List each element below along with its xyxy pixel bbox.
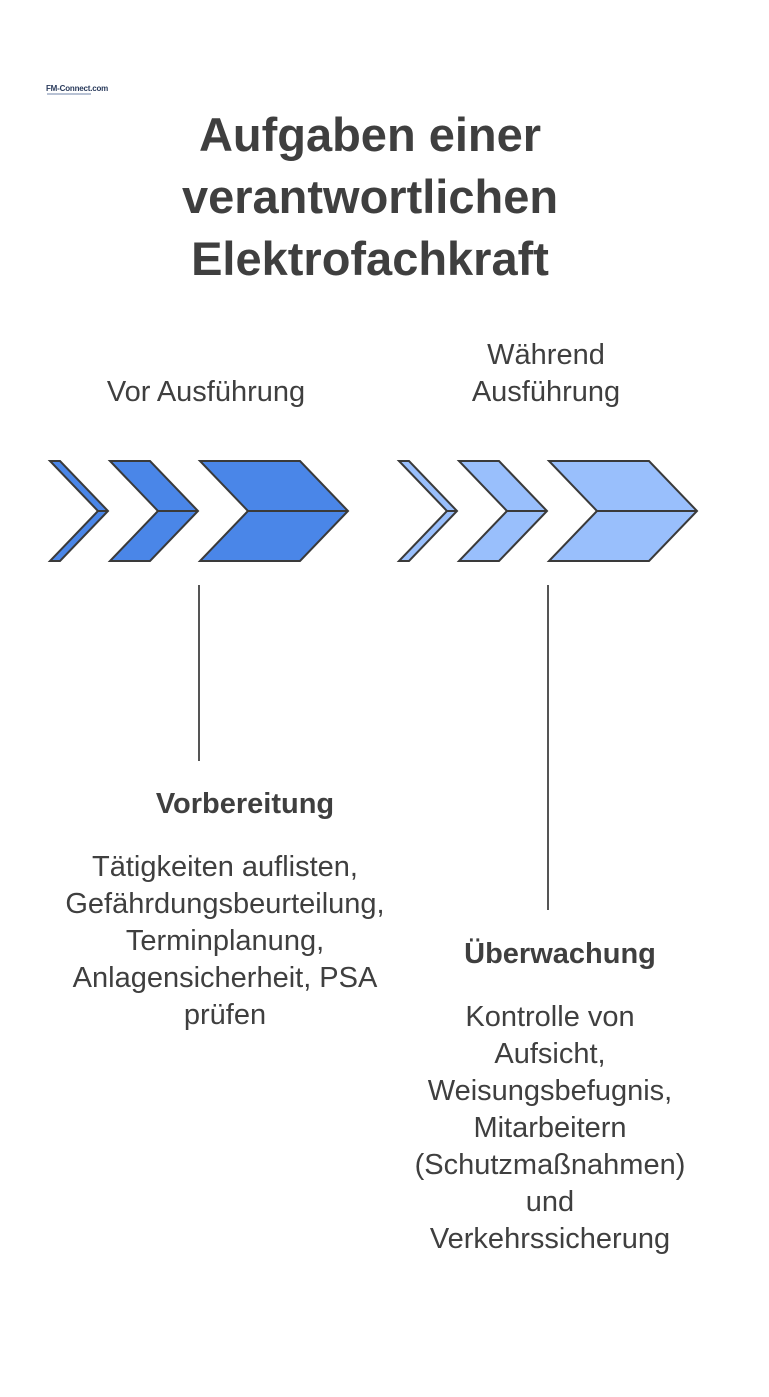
title-line-2: verantwortlichen (181, 170, 559, 223)
chevron-group-before (47, 460, 350, 562)
task-description-line: Aufsicht, (494, 1038, 606, 1070)
task-description-line: Weisungsbefugnis, (427, 1075, 673, 1107)
task-description-line: Verkehrssicherung (429, 1223, 671, 1255)
chevron-group-during (396, 460, 699, 562)
logo-text: FM-Connect.com (46, 84, 109, 93)
phase-label-before-line-1: Vor Ausführung (106, 376, 306, 408)
phase-label-during: Während Ausführung (410, 337, 682, 411)
task-description-line: Anlagensicherheit, PSA (72, 962, 378, 994)
title-line-1: Aufgaben einer (198, 108, 542, 161)
task-description-line: und (525, 1186, 575, 1218)
phase-label-before: Vor Ausführung (70, 374, 342, 411)
connector-line-ueberwachung (547, 585, 549, 910)
logo-underline (47, 93, 91, 95)
phase-chevrons (47, 460, 699, 562)
task-title-vorbereitung: Vorbereitung (155, 788, 335, 820)
task-description-line: (Schutzmaßnahmen) (414, 1149, 686, 1181)
task-description-line: Mitarbeitern (473, 1112, 627, 1144)
task-description-line: prüfen (183, 999, 267, 1031)
task-description-ueberwachung: Kontrolle von Aufsicht, Weisungsbefugnis… (390, 999, 710, 1258)
task-description-line: Terminplanung, (125, 925, 325, 957)
diagram-title: Aufgaben einer verantwortlichen Elektrof… (0, 104, 740, 290)
title-line-3: Elektrofachkraft (191, 232, 549, 285)
task-title-ueberwachung: Überwachung (464, 938, 656, 970)
logo: FM-Connect.com (41, 78, 108, 104)
phase-label-during-line-2: Ausführung (471, 376, 621, 408)
task-description-vorbereitung: Tätigkeiten auflisten, Gefährdungsbeurte… (40, 849, 410, 1034)
connector-line-vorbereitung (198, 585, 200, 761)
phase-label-during-line-1: Während (487, 339, 605, 371)
task-description-line: Gefährdungsbeurteilung, (65, 888, 385, 920)
task-description-line: Tätigkeiten auflisten, (92, 851, 358, 883)
task-description-line: Kontrolle von (465, 1001, 635, 1033)
